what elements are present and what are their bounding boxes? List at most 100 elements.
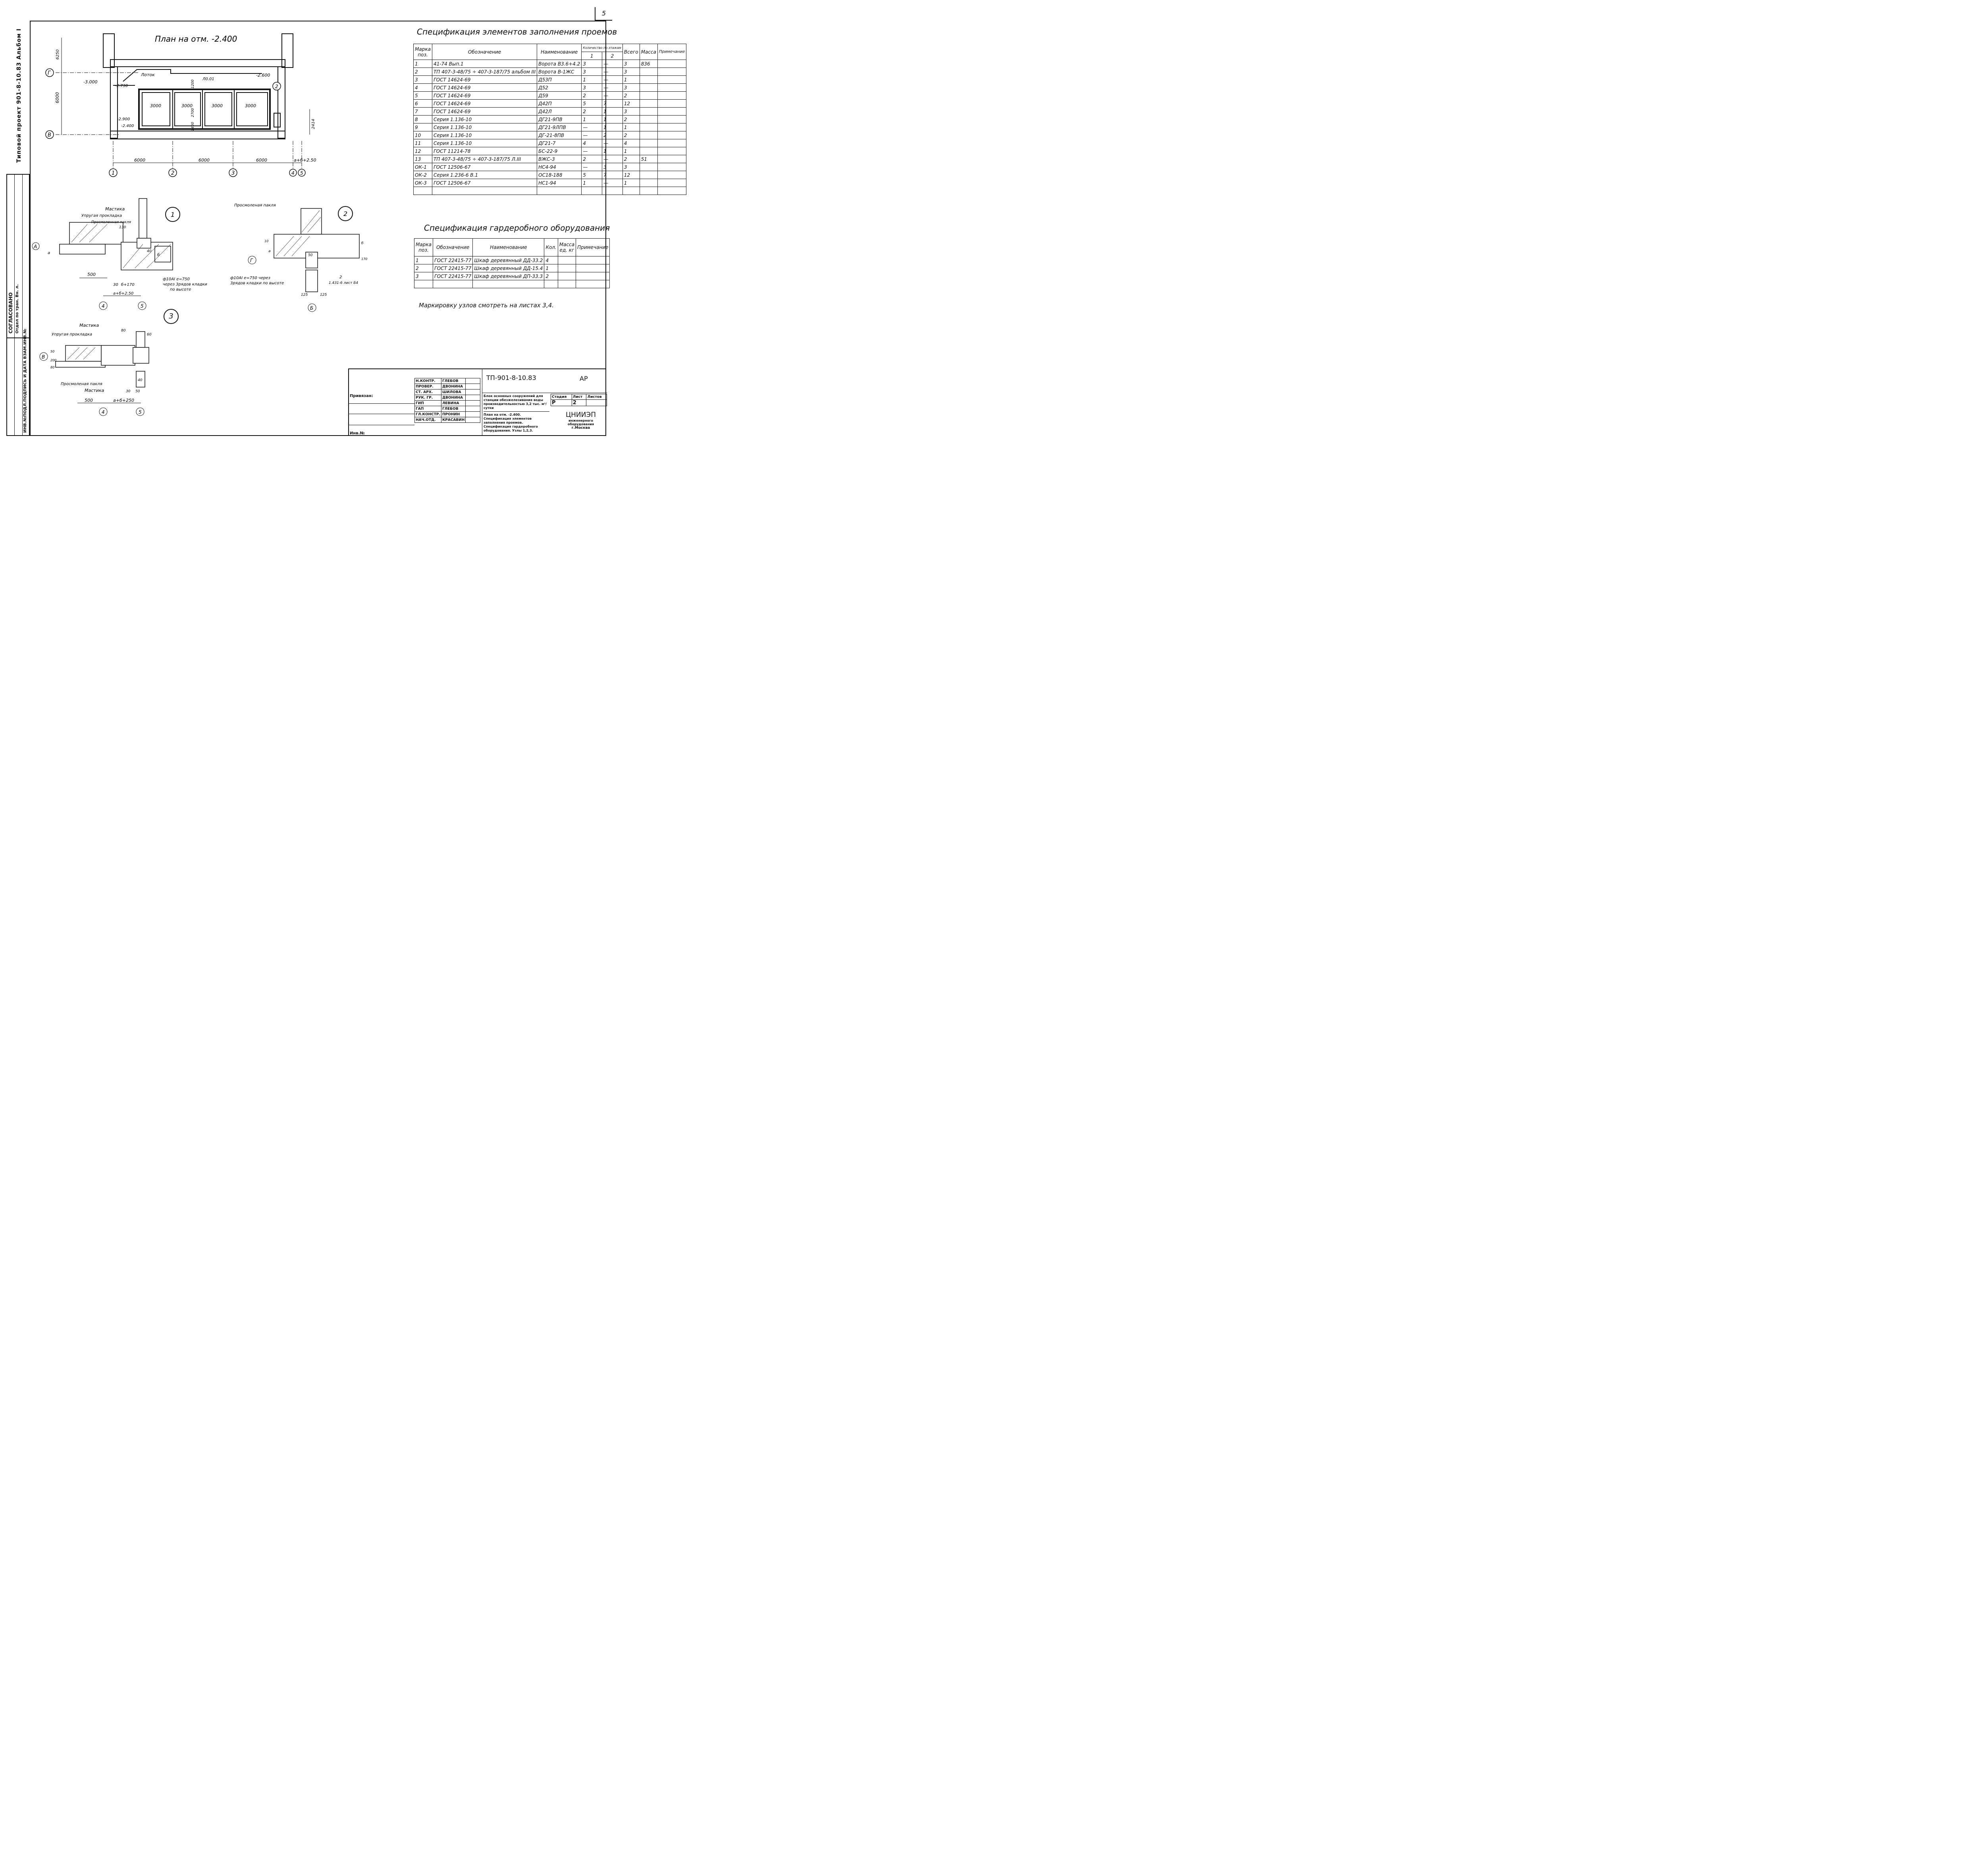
spec1-row-cell: 11 (413, 139, 432, 147)
spec1-row-cell: Серия 1.136-10 (432, 115, 538, 123)
spec1-row-cell: 7 (413, 107, 432, 116)
spec1-row-cell: 2 (602, 131, 623, 139)
spec1-row-cell: 3 (622, 60, 640, 68)
spec2-row-cell (544, 280, 558, 288)
spec1-row-cell: 2 (581, 107, 603, 116)
stage-table: Стадия Лист Листов Р 2 (551, 394, 607, 406)
spec2-row-cell (576, 280, 610, 288)
spec1-row-cell: НС4-94 (537, 163, 582, 171)
spec1-row-cell: — (581, 131, 603, 139)
role-row-cell: КРАСАВИН (441, 417, 466, 423)
spec1-row-cell: — (581, 123, 603, 131)
spec1-h-qty: Количество по этажам (581, 44, 623, 52)
spec1-row-cell: ТП 407-3-48/75 ÷ 407-3-187/75 Л.III (432, 155, 538, 163)
svg-text:40: 40 (138, 378, 143, 382)
svg-text:3рядов кладки по высоте: 3рядов кладки по высоте (230, 281, 284, 285)
spec1-row-cell: — (602, 179, 623, 187)
svg-text:10: 10 (264, 239, 268, 243)
side-title: Типовой проект 901-8-10.83 Альбом I (16, 28, 22, 163)
spec1-row-cell: 12 (413, 147, 432, 155)
spec2-row-cell: 3 (414, 272, 433, 280)
spec2-row-cell: Шкаф деревянный ДП-33.3 (472, 272, 545, 280)
spec1-row-cell: 12 (622, 171, 640, 179)
svg-text:-2.400: -2.400 (121, 124, 134, 128)
spec1-row-cell (432, 187, 538, 195)
spec1-row-cell: 1 (413, 60, 432, 68)
spec1-row-cell (639, 75, 658, 84)
spec1-row-cell: 2 (622, 91, 640, 100)
svg-text:30: 30 (113, 283, 118, 287)
signature-cell (465, 378, 481, 384)
detail-node-3: 80 60 50 200 80 40 30 50 Мастика Упругая… (39, 323, 152, 416)
drawing-frame (30, 21, 606, 436)
spec2-row-cell: ГОСТ 22415-77 (432, 256, 473, 264)
svg-text:6000: 6000 (134, 158, 145, 163)
spec1-row-cell (639, 147, 658, 155)
svg-text:а+б+2.50: а+б+2.50 (113, 291, 133, 296)
svg-text:4: 4 (102, 409, 105, 415)
role-row-cell: ПРОНИН (441, 411, 466, 417)
spec2-h-note: Примечание (576, 238, 610, 256)
spec1-row-cell: ДГ21-7 (537, 139, 582, 147)
spec1-row-cell (657, 60, 687, 68)
spec1-row-cell: 4 (622, 139, 640, 147)
spec1-row-cell: ОК-2 (413, 171, 432, 179)
signature-cell (465, 400, 481, 406)
accepted-block: Привязан: Инв.№ (349, 393, 414, 436)
org-name-2: инженерного оборудования (567, 419, 594, 426)
spec1-row-cell: 3 (622, 67, 640, 76)
spec1-row-cell: 3 (581, 67, 603, 76)
svg-text:1.431-6 лист Б4: 1.431-6 лист Б4 (329, 281, 358, 285)
desc2: План на отм. -2.400. Спецификация элемен… (484, 411, 549, 433)
role-row: ГЛ.КОНСТР.ПРОНИН (414, 411, 481, 417)
spec1-row-cell (657, 67, 687, 76)
role-row-cell: ГАП (414, 406, 441, 412)
signature-cell (465, 417, 481, 423)
spec1-row-cell (639, 91, 658, 100)
svg-text:Просмоленная пакля: Просмоленная пакля (91, 220, 131, 224)
spec1-row-cell: ОК-3 (413, 179, 432, 187)
role-row: СТ. АРХ.ШИЛОВА (414, 389, 481, 395)
svg-text:А: А (33, 244, 37, 249)
spec1-row-cell: 1 (581, 75, 603, 84)
spec2-row-cell (557, 280, 576, 288)
spec1-row-cell: 2 (622, 115, 640, 123)
spec1-row-cell: ГОСТ 12506-67 (432, 179, 538, 187)
accepted-label: Привязан: (350, 394, 373, 398)
role-row: НАЧ.ОТД.КРАСАВИН (414, 417, 481, 423)
svg-text:ф10АI е=750 через: ф10АI е=750 через (230, 276, 270, 280)
spec1-row-cell (413, 187, 432, 195)
signature-cell (465, 395, 481, 401)
detail-node-2: 2 Просмоленая пакля 10 а б 170 50 Г ф10А… (230, 203, 367, 312)
role-row-cell: ДВОНИНА (441, 395, 466, 401)
spec2-h-qty: Кол. (544, 238, 558, 256)
svg-text:а+б+2.50: а+б+2.50 (294, 158, 316, 163)
spec1-row-cell: Д42Л (537, 107, 582, 116)
svg-text:а+б+250: а+б+250 (113, 398, 134, 403)
spec1-row-cell: 12 (622, 99, 640, 108)
spec1-table: Марка поз. Обозначение Наименование Коли… (413, 44, 687, 195)
spec1-row-cell: 3 (581, 60, 603, 68)
desc1: Блок основных сооружений для станции обе… (484, 394, 547, 410)
spec1-row-cell: 8 (413, 115, 432, 123)
spec1-row-cell: 4 (413, 83, 432, 92)
spec1-row-cell (537, 187, 582, 195)
signature-cell (465, 389, 481, 395)
svg-text:6000: 6000 (256, 158, 267, 163)
spec1-row-cell: 1 (602, 123, 623, 131)
spec1-row-cell: ГОСТ 14624-69 (432, 107, 538, 116)
spec2-h-mark: Марка поз. (414, 238, 433, 256)
svg-text:6000: 6000 (198, 158, 210, 163)
signature-cell (465, 406, 481, 412)
svg-text:-3.000: -3.000 (83, 79, 97, 85)
spec1-row-cell (639, 107, 658, 116)
